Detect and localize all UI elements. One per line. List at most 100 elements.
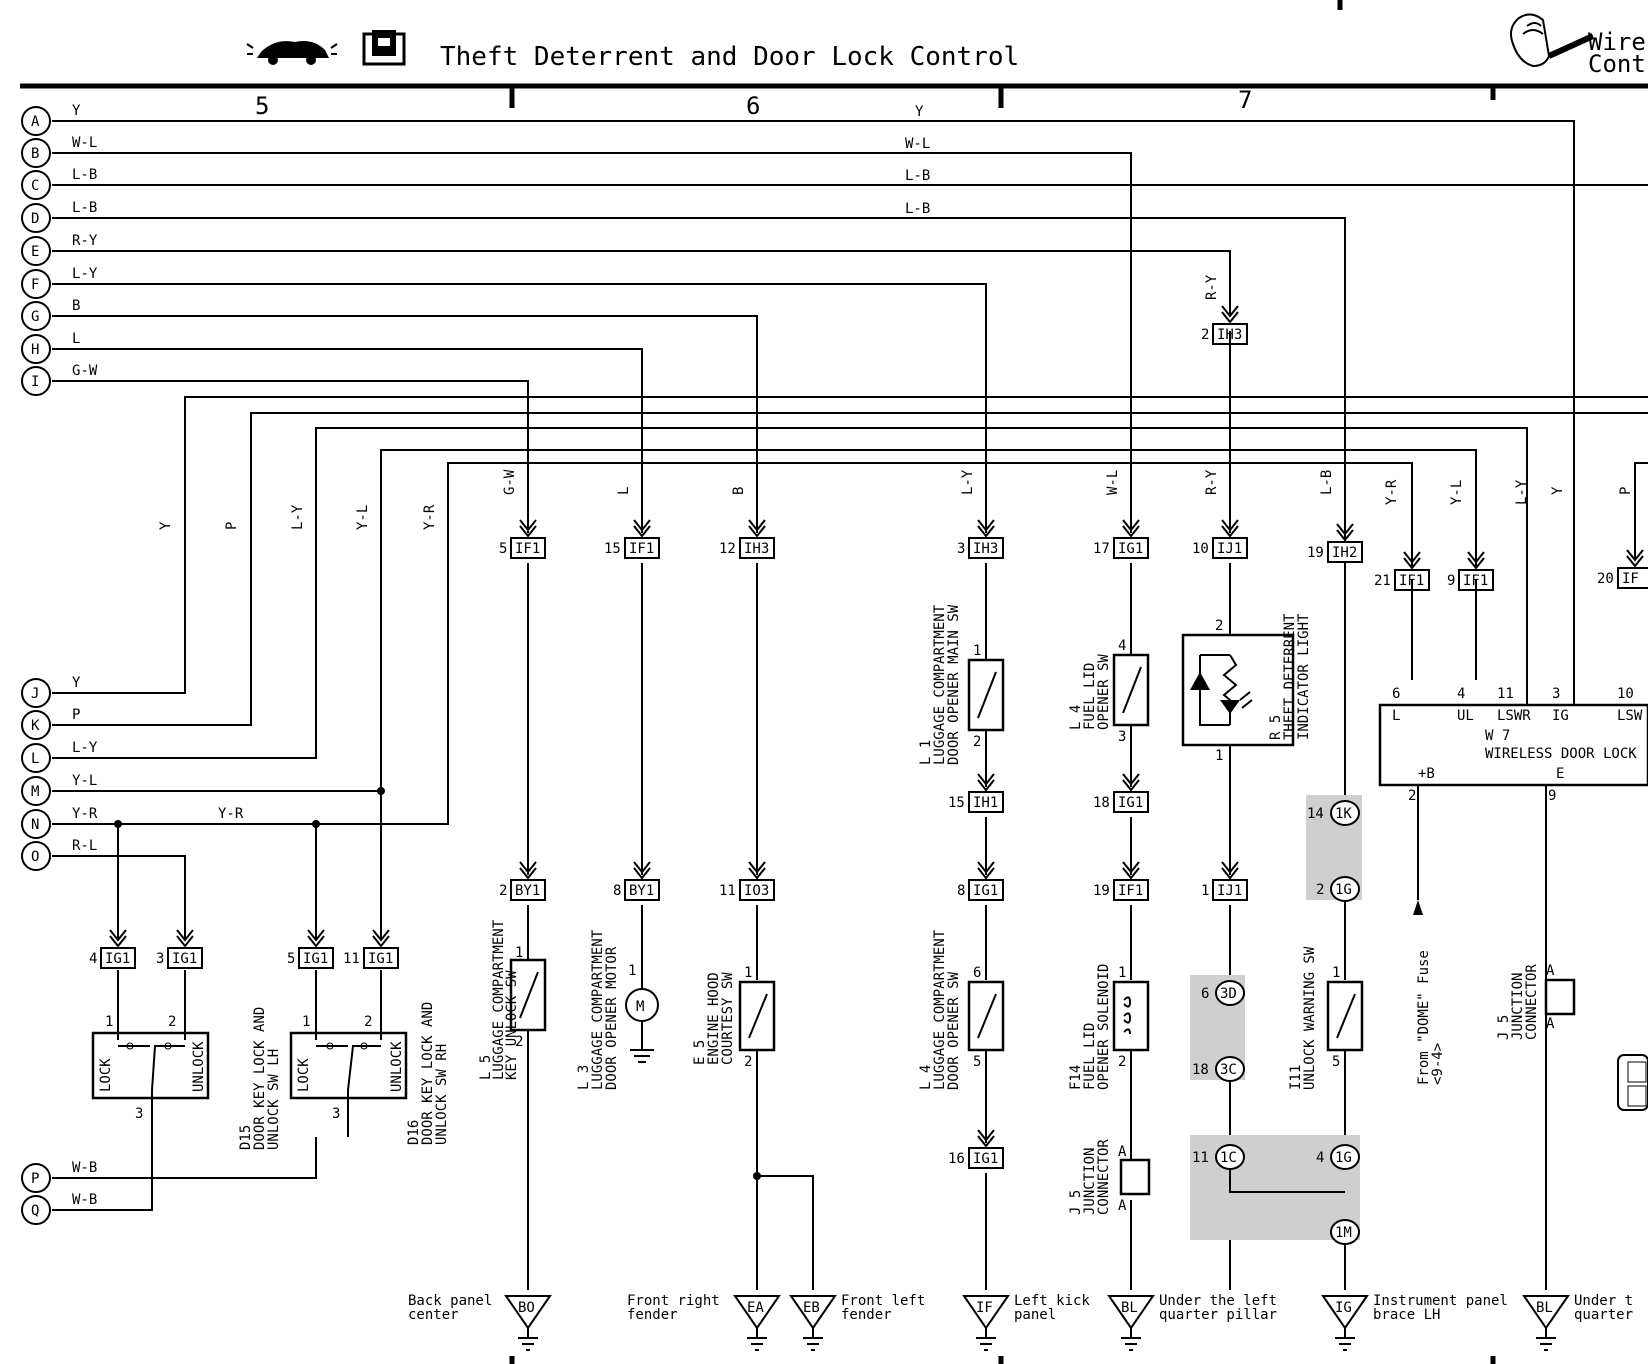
connector-pin: 20 xyxy=(1597,571,1614,587)
door-lock-icon xyxy=(362,30,406,66)
w7-plus-b: +B xyxy=(1418,766,1435,782)
mid-label: Y-R xyxy=(218,806,244,822)
splice-1m: 1M xyxy=(1330,1219,1360,1245)
wire-id-l: LL-Y xyxy=(21,740,98,773)
l4a-code: L 4 xyxy=(918,1065,934,1090)
column-number-7: 7 xyxy=(1238,86,1252,114)
wire-id-b: B W-L xyxy=(21,135,97,168)
wire-id-label: E xyxy=(31,244,39,260)
wire-color-label: W-L xyxy=(72,135,97,151)
splice-id: 1G xyxy=(1335,1150,1352,1166)
w7-name: WIRELESS DOOR LOCK xyxy=(1485,746,1637,762)
l3-code: L 3 xyxy=(576,1065,592,1090)
svg-text:1: 1 xyxy=(628,963,636,979)
connector-ih2: IH2 19 xyxy=(1307,523,1363,563)
ground-location-label: fender xyxy=(841,1307,892,1323)
l3-door-opener-motor: M 1 L 3 LUGGAGE COMPARTMENT DOOR OPENER … xyxy=(576,929,659,1090)
ground-location-label: quarter xyxy=(1574,1307,1633,1323)
wire-id-label: N xyxy=(31,817,39,833)
connector-pin: 3 xyxy=(957,541,965,557)
connector-id: IH2 xyxy=(1332,545,1357,561)
l1-name-2: DOOR OPENER MAIN SW xyxy=(946,604,962,765)
connector-id: IG1 xyxy=(368,951,393,967)
vertical-wire-label: Y-R xyxy=(422,504,438,530)
connector-pin: 3 xyxy=(156,951,164,967)
unlock-terminal-label: UNLOCK xyxy=(191,1041,207,1092)
wire-color-label: G-W xyxy=(72,363,98,379)
wire-id-a: AY xyxy=(21,103,81,136)
svg-text:3: 3 xyxy=(1118,729,1126,745)
mid-label: Y xyxy=(915,104,924,120)
w7-code: W 7 xyxy=(1485,728,1510,744)
connector-id: IH1 xyxy=(973,795,998,811)
connector-pin: 19 xyxy=(1307,545,1324,561)
ground-location-label: Left kick xyxy=(1014,1293,1090,1309)
wire-color-label: Y xyxy=(72,675,81,691)
wire-color-label: Y xyxy=(72,103,81,119)
l4b-name-1: FUEL LID xyxy=(1082,663,1098,730)
ground-id: EB xyxy=(803,1300,820,1316)
svg-text:A: A xyxy=(1118,1198,1127,1214)
connector-ih3: IH3 3 xyxy=(957,519,1004,559)
components: LOCK UNLOCK 1 2 3 D15 DOOR KEY LOCK AND UN… xyxy=(91,604,1648,1215)
l4b-name-2: OPENER SW xyxy=(1096,654,1112,730)
w7-pin-2: 2 xyxy=(1408,788,1416,804)
svg-text:1: 1 xyxy=(1332,965,1340,981)
ground-location-label: Front left xyxy=(841,1293,925,1309)
l4b-code: L 4 xyxy=(1068,705,1084,730)
f14-name-2: OPENER SOLENOID xyxy=(1096,964,1112,1090)
svg-text:2: 2 xyxy=(973,734,981,750)
svg-text:5: 5 xyxy=(1332,1054,1340,1070)
connector-pin: 10 xyxy=(1192,541,1209,557)
vertical-wire-label: L-Y xyxy=(1514,479,1530,505)
d16-name-2: UNLOCK SW RH xyxy=(434,1044,450,1145)
d16-code: D16 xyxy=(406,1120,422,1145)
wire-id-label: H xyxy=(31,342,39,358)
lock-terminal-label: LOCK xyxy=(296,1058,312,1092)
wire-id-label: J xyxy=(31,686,39,702)
svg-text:1: 1 xyxy=(973,643,981,659)
mid-wire-labels: Y W-L L-B L-B Y-R xyxy=(218,104,930,822)
i11-code: I11 xyxy=(1288,1065,1304,1090)
vertical-wire-label: P xyxy=(1618,487,1634,495)
l3-name-2: DOOR OPENER MOTOR xyxy=(604,946,620,1090)
wire-id-label: B xyxy=(31,146,39,162)
splice-pin: 14 xyxy=(1307,806,1324,822)
wire-id-m: MY-L xyxy=(21,773,97,806)
wire-id-label: A xyxy=(31,114,40,130)
w7-terminal: IG xyxy=(1552,708,1569,724)
d15-name-2: UNLOCK SW LH xyxy=(266,1049,282,1150)
d15-code: D15 xyxy=(238,1125,254,1150)
svg-text:A: A xyxy=(1546,1016,1555,1032)
w7-e: E xyxy=(1556,766,1564,782)
splice-1g: 1G2 xyxy=(1316,876,1360,902)
car-alarm-icon xyxy=(246,41,338,65)
wire-id-label: O xyxy=(31,849,39,865)
connector-pin: 9 xyxy=(1447,573,1455,589)
column-number-5: 5 xyxy=(255,92,269,120)
r5-name-2: INDICATOR LIGHT xyxy=(1296,613,1312,740)
vertical-wire-label: L xyxy=(616,487,632,495)
left-bus xyxy=(52,120,1648,1211)
d15-name-1: DOOR KEY LOCK AND xyxy=(252,1007,268,1150)
connector-pin: 17 xyxy=(1093,541,1110,557)
ground-id: BL xyxy=(1121,1300,1138,1316)
wire-id-label: I xyxy=(31,374,39,390)
l4-fuel-lid-opener-switch: 43 L 4 FUEL LID OPENER SW xyxy=(1068,638,1150,745)
connector-id: IH3 xyxy=(973,541,998,557)
splice-id: 3D xyxy=(1220,986,1237,1002)
connector-id: IJ1 xyxy=(1217,883,1242,899)
w7-terminal: L xyxy=(1392,708,1400,724)
mid-label: L-B xyxy=(905,201,930,217)
wire-id-i: I G-W xyxy=(21,363,98,396)
